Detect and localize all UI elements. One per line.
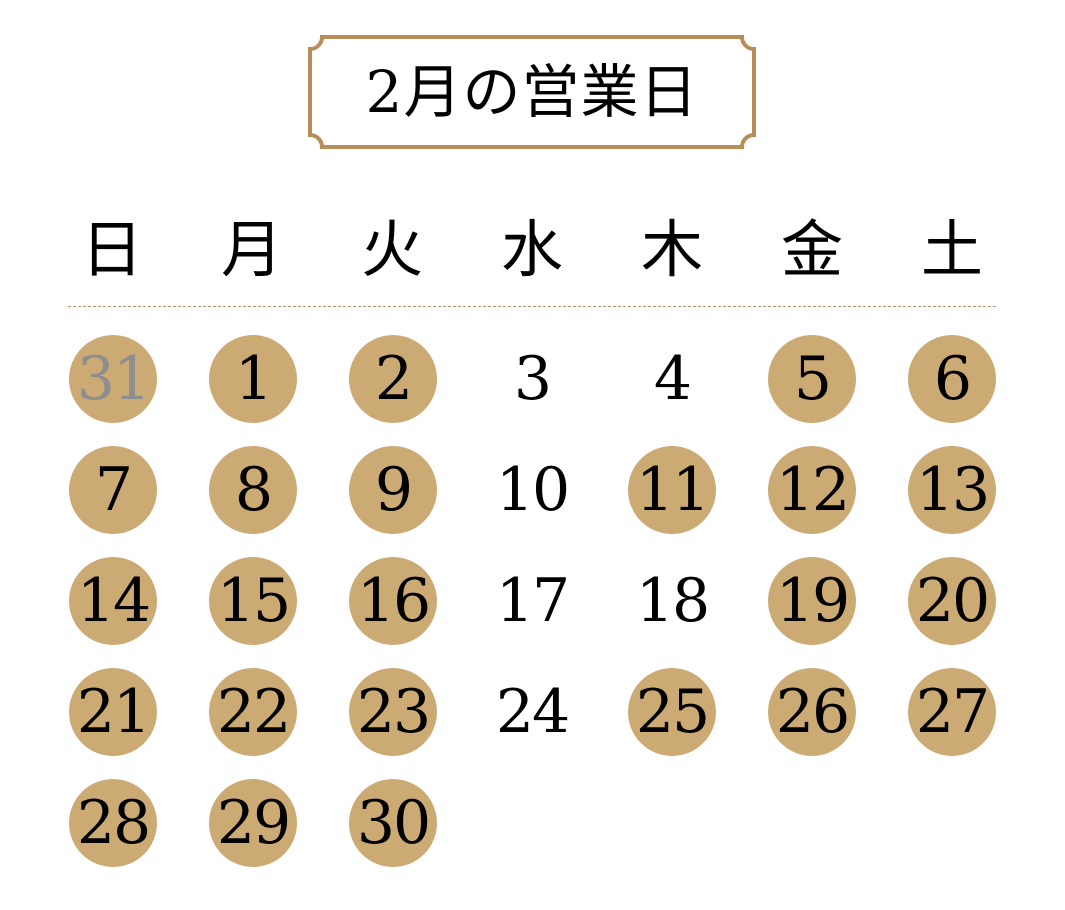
- calendar-day-open: 21: [69, 668, 157, 756]
- calendar-day: 17: [495, 566, 570, 636]
- weekday-label: 日: [80, 213, 143, 286]
- title-frame: [308, 35, 756, 149]
- weekday-header: 日月火水木金土: [42, 210, 1022, 290]
- calendar-day-open: 12: [768, 446, 856, 534]
- calendar-day-open: 8: [209, 446, 297, 534]
- calendar-day-open: 14: [69, 557, 157, 645]
- weekday-label: 火: [360, 213, 423, 286]
- calendar-day-open: 27: [908, 668, 996, 756]
- calendar-day-open: 11: [628, 446, 716, 534]
- header-divider: [68, 306, 996, 307]
- calendar-day: 4: [653, 344, 692, 414]
- calendar-day: 3: [513, 344, 552, 414]
- calendar-day: 18: [635, 566, 710, 636]
- weekday-label: 木: [640, 213, 703, 286]
- calendar-day-open: 20: [908, 557, 996, 645]
- calendar-day-open: 6: [908, 335, 996, 423]
- calendar-day-open: 1: [209, 335, 297, 423]
- calendar-day-open: 13: [908, 446, 996, 534]
- calendar-day-open: 19: [768, 557, 856, 645]
- calendar-day-open: 30: [349, 779, 437, 867]
- title-banner: 2月の営業日: [306, 33, 758, 151]
- page-title: 2月の営業日: [365, 58, 699, 126]
- calendar-day-open: 15: [209, 557, 297, 645]
- calendar-day-open: 23: [349, 668, 437, 756]
- calendar-day-open: 5: [768, 335, 856, 423]
- calendar-day-open: 31: [69, 335, 157, 423]
- calendar-day-open: 9: [349, 446, 437, 534]
- weekday-label: 水: [500, 213, 563, 286]
- calendar-day-open: 22: [209, 668, 297, 756]
- calendar-day-open: 28: [69, 779, 157, 867]
- calendar-day-open: 2: [349, 335, 437, 423]
- calendar-day: 10: [495, 455, 570, 525]
- calendar-day-open: 7: [69, 446, 157, 534]
- weekday-label: 金: [780, 213, 843, 286]
- calendar-day-open: 29: [209, 779, 297, 867]
- calendar-day-open: 26: [768, 668, 856, 756]
- weekday-label: 月: [220, 213, 283, 286]
- calendar-day: 24: [495, 677, 570, 747]
- weekday-label: 土: [920, 213, 983, 286]
- calendar-day-open: 16: [349, 557, 437, 645]
- calendar-day-open: 25: [628, 668, 716, 756]
